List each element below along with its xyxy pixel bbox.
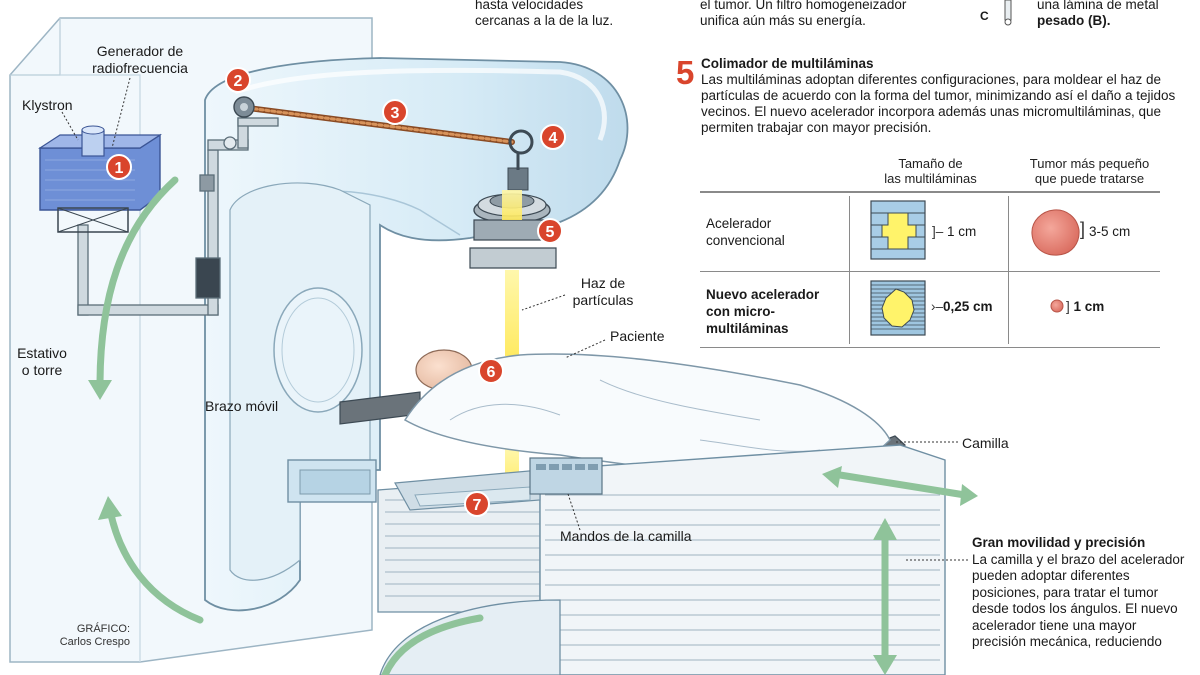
row-micro-label-line-2: con micro-: [706, 304, 776, 319]
micro-leaf-size-value: 0,25 cm: [943, 299, 993, 314]
leader-lines: [61, 77, 968, 561]
table-header-leaf-size-line-2: las multiláminas: [884, 171, 977, 186]
section-5-body: Las multiláminas adoptan diferentes conf…: [701, 72, 1176, 135]
row-micro-label-line-1: Nuevo acelerador: [706, 287, 820, 302]
table-divider-2: [1008, 196, 1009, 344]
label-generador-line-1: Generador de: [96, 43, 184, 59]
waveguide: [77, 117, 279, 316]
label-generador-line-2: radiofrecuencia: [92, 60, 188, 76]
table-rule-middle: [700, 271, 1160, 272]
row-conventional-label-line-2: convencional: [706, 233, 785, 248]
row-conventional-label-line-1: Acelerador: [706, 216, 772, 231]
conventional-tumor-icon: [1031, 209, 1080, 256]
table-header-leaf-size-line-1: Tamaño de: [898, 156, 963, 171]
collimator-head: [469, 190, 557, 269]
label-paciente: Paciente: [610, 328, 665, 344]
top-fragment-2-line-1: el tumor. Un filtro homogeneizador: [700, 0, 907, 12]
conventional-tumor-size: 3-5 cm: [1089, 224, 1131, 239]
micro-tumor-icon: [1050, 299, 1064, 313]
section-5-number: 5: [676, 54, 695, 91]
particle-beam: [505, 270, 519, 356]
top-fragment-3-line-1: una lámina de metal: [1037, 0, 1159, 12]
table-header-leaf-size: Tamaño de las multiláminas: [853, 156, 1008, 186]
label-haz: Haz de partículas: [563, 275, 643, 309]
mobility-title: Gran movilidad y precisión: [972, 535, 1146, 550]
micro-tumor-size-value: 1 cm: [1073, 299, 1105, 314]
credit-line-1: GRÁFICO:: [76, 623, 130, 635]
table-divider-1: [849, 196, 850, 344]
label-camilla: Camilla: [962, 435, 1009, 451]
filter-icon: [1004, 0, 1012, 26]
label-haz-line-2: partículas: [572, 292, 634, 308]
conventional-leaf-size: ]– 1 cm: [932, 224, 977, 239]
label-brazo-movil: Brazo móvil: [205, 398, 279, 414]
klystron: [37, 125, 163, 233]
top-fragment-c-letter: C: [980, 9, 989, 23]
table-header-tumor-size-line-1: Tumor más pequeño: [1029, 156, 1150, 171]
label-klystron: Klystron: [22, 97, 73, 113]
table-header-tumor-size: Tumor más pequeño que puede tratarse: [1002, 156, 1177, 186]
table-header-tumor-size-line-2: que puede tratarse: [1034, 171, 1145, 186]
table-rule-top: [700, 191, 1160, 193]
micro-tumor-size: ] 1 cm: [1066, 299, 1105, 314]
motion-arrows: [96, 176, 969, 675]
top-fragment-c-icon: C: [980, 0, 1020, 30]
couch-base: [377, 444, 946, 675]
motion-arrowheads: [88, 380, 978, 675]
conventional-leaf-icon: [870, 200, 926, 260]
row-conventional-label: Acelerador convencional: [706, 215, 785, 249]
micro-leaf-size: ›–0,25 cm: [931, 299, 993, 314]
row-micro-label-line-3: multiláminas: [706, 321, 789, 336]
top-fragment-1-line-1: hasta velocidades: [475, 0, 584, 12]
top-fragment-2: el tumor. Un filtro homogeneizador unifi…: [700, 0, 906, 29]
label-mandos: Mandos de la camilla: [560, 528, 692, 544]
table-rule-bottom: [700, 347, 1160, 348]
top-fragment-1: hasta velocidades cercanas a la de la lu…: [475, 0, 613, 29]
credit-line-2: Carlos Crespo: [59, 636, 130, 648]
label-estativo-line-2: o torre: [21, 362, 63, 378]
micro-leaf-icon: [870, 280, 926, 336]
label-generador: Generador de radiofrecuencia: [80, 43, 200, 77]
top-fragment-2-line-2: unifica aún más su energía.: [700, 13, 866, 28]
conventional-leaf-size-value: 1 cm: [947, 224, 977, 239]
top-fragment-1-line-2: cercanas a la de la luz.: [475, 13, 614, 28]
top-fragment-3-line-2: pesado (B).: [1037, 13, 1111, 28]
section-5-title: Colimador de multiláminas: [701, 56, 874, 71]
mobility-body: La camilla y el brazo del acelerador pue…: [972, 552, 1185, 650]
label-estativo: Estativo o torre: [12, 345, 72, 379]
top-fragment-3: una lámina de metal pesado (B).: [1037, 0, 1159, 29]
label-estativo-line-1: Estativo: [17, 345, 67, 361]
credit: GRÁFICO: Carlos Crespo: [30, 623, 130, 649]
conventional-tumor-bracket: ]: [1080, 219, 1086, 239]
label-haz-line-1: Haz de: [580, 275, 626, 291]
row-micro-label: Nuevo acelerador con micro- multiláminas: [706, 286, 819, 337]
